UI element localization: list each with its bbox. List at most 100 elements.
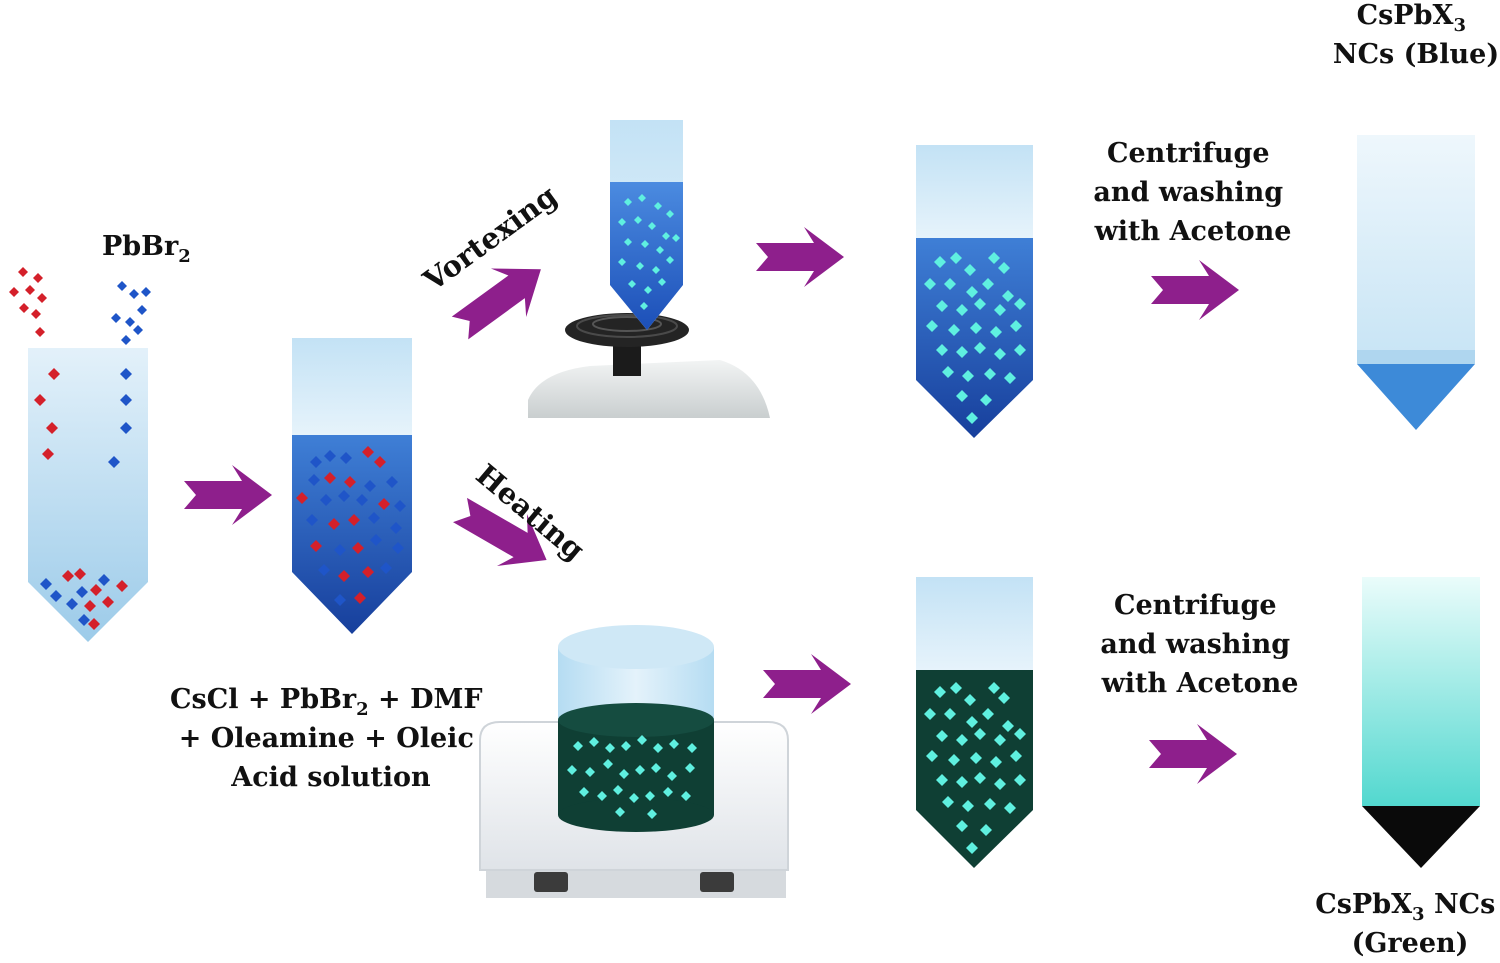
red-particle [42,448,54,460]
blue-particle [340,452,352,464]
blue-particle [50,590,62,602]
blue-particle [78,614,90,626]
red-particle [88,618,100,630]
nanocrystal-particle [573,741,583,751]
blue-particle [386,476,398,488]
nanocrystal-particle [962,370,974,382]
nanocrystal-particle [638,194,646,202]
centrifuge-bottom-line-3: with Acetone [1101,668,1299,699]
blue-particle [308,474,320,486]
nanocrystal-particle [629,793,639,803]
nanocrystal-particle [988,682,1000,694]
red-particle [9,287,19,297]
nanocrystal-particle [942,366,954,378]
nanocrystal-particle [685,763,695,773]
centrifuge-bottom-line-1: Centrifuge [1114,590,1277,621]
nanocrystal-particle [621,741,631,751]
green-product-line-1: CsPbX3 NCs [1315,889,1495,925]
nanocrystal-particle [980,824,992,836]
nanocrystal-particle [998,262,1010,274]
blue-route-tube [916,145,1033,438]
nanocrystal-particle [934,686,946,698]
red-particle [18,267,28,277]
nanocrystal-particle [1014,728,1026,740]
nanocrystal-particle [1010,320,1022,332]
blue-particle [120,368,132,380]
nanocrystal-particle [980,394,992,406]
nanocrystal-particle [934,256,946,268]
nanocrystal-particle [936,300,948,312]
nanocrystal-particle [966,286,978,298]
blue-particle [120,422,132,434]
nanocrystal-particle [613,785,623,795]
arrow-heating-to-tube [763,654,851,714]
blue-particle [364,480,376,492]
blue-product-tube [1357,135,1475,430]
precursor-tube [28,348,148,642]
nanocrystal-particle [926,320,938,332]
blue-particle [125,317,135,327]
nanocrystal-particle [1002,720,1014,732]
green-product-line-2: (Green) [1352,928,1469,959]
nanocrystal-particle [618,258,626,266]
mixed-solution-tube [292,338,412,634]
nanocrystal-particle [654,202,662,210]
red-particle [338,570,350,582]
blue-particle [368,512,380,524]
blue-particle [108,456,120,468]
nanocrystal-particle [1010,750,1022,762]
blue-particle [129,289,139,299]
red-particle [344,476,356,488]
red-particle [324,472,336,484]
pbbr2-label: PbBr2 [102,231,191,267]
nanocrystal-particle [974,342,986,354]
nanocrystal-particle [666,210,674,218]
nanocrystal-particle [687,743,697,753]
centrifuge-top-line-1: Centrifuge [1107,138,1270,169]
blue-particle [338,490,350,502]
red-particle [90,584,102,596]
nanocrystal-particle [656,246,664,254]
nanocrystal-particle [964,694,976,706]
nanocrystal-particle [966,842,978,854]
nanocrystal-particle [579,787,589,797]
nanocrystal-particle [1004,802,1016,814]
vortex-mixer [528,120,770,418]
nanocrystal-particle [924,278,936,290]
red-particle [46,422,58,434]
nanocrystal-particle [605,743,615,753]
nanocrystal-particle [634,216,642,224]
solution-label: CsCl + PbBr2 + DMF + Oleamine + Oleic Ac… [170,684,492,793]
nanocrystal-particle [970,322,982,334]
green-product-tube [1362,577,1480,868]
nanocrystal-particle [603,759,613,769]
nanocrystal-particle [994,304,1006,316]
nanocrystal-particle [636,262,644,270]
nanocrystal-particle [924,708,936,720]
blue-particle [318,564,330,576]
blue-product-line-1: CsPbX3 [1357,0,1466,36]
nanocrystal-particle [948,754,960,766]
blue-particle [390,522,402,534]
green-route-tube [916,577,1033,868]
red-particle [62,570,74,582]
arrow-to-vortexing [451,268,541,340]
blue-particle [320,494,332,506]
blue-product-line-2: NCs (Blue) [1333,39,1499,70]
nanocrystal-particle [956,820,968,832]
nanocrystal-particle [624,238,632,246]
nanocrystal-particle [974,728,986,740]
blue-particle [76,586,88,598]
nanocrystal-particle [988,252,1000,264]
nanocrystal-particle [982,278,994,290]
blue-particle [117,281,127,291]
red-particle [352,542,364,554]
nanocrystal-particle [666,256,674,264]
vortexing-label: Vortexing [416,178,563,298]
nanocrystal-particle [970,752,982,764]
nanocrystal-particle [662,232,670,240]
nanocrystal-particle [950,682,962,694]
red-particle [328,518,340,530]
blue-particle [133,325,143,335]
solution-line-2: + Oleamine + Oleic [179,723,474,754]
